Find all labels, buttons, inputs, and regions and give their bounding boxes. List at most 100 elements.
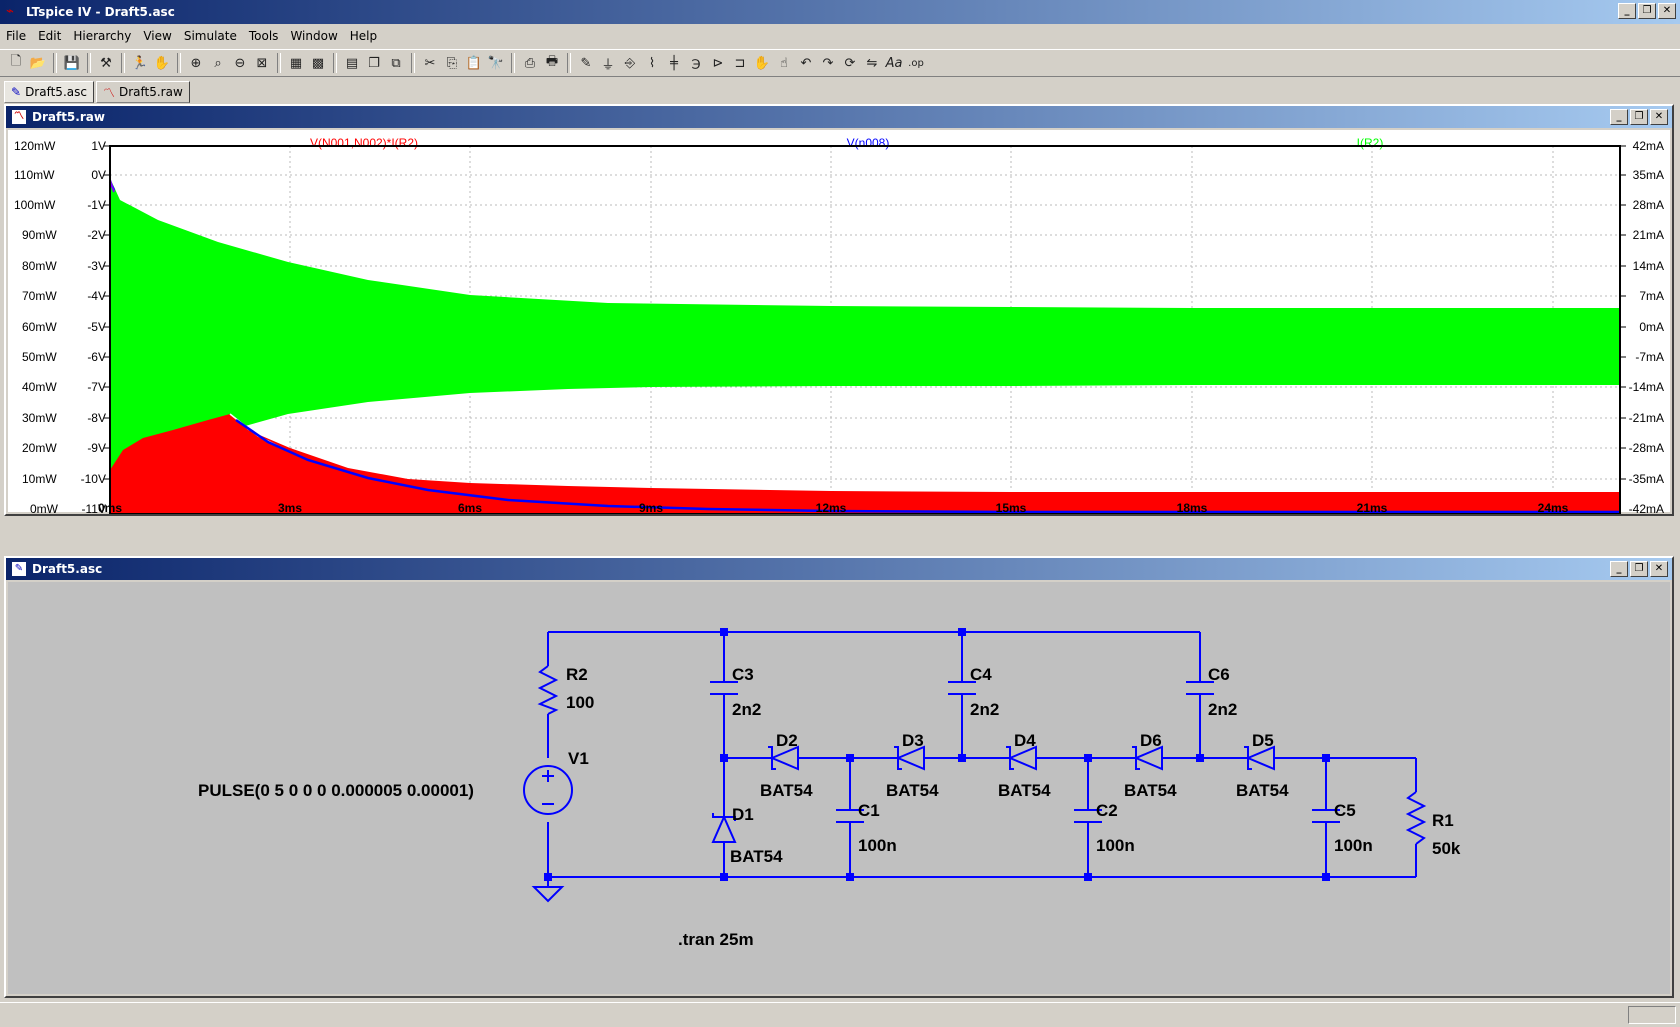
tab-schematic[interactable]: ✎ Draft5.asc — [4, 81, 94, 103]
minimize-button[interactable]: _ — [1618, 3, 1636, 19]
spice-directive-icon[interactable]: .op — [908, 57, 924, 69]
status-bar — [0, 1002, 1680, 1027]
text-icon[interactable]: Aa — [885, 55, 903, 71]
move-icon[interactable]: ✋ — [753, 55, 771, 71]
waveform-plot[interactable]: V(N001,N002)*I(R2) V(n008) I(R2) — [8, 130, 1670, 518]
voltage-axis-tick: -9V — [87, 441, 106, 455]
x-axis-tick: 3ms — [278, 501, 302, 515]
c4-value: 2n2 — [970, 700, 999, 719]
schematic-canvas[interactable]: R2 100 V1 PULSE(0 5 0 0 0 0.000005 0.000… — [8, 582, 1670, 994]
menu-view[interactable]: View — [143, 29, 172, 43]
rotate-icon[interactable]: ⟳ — [844, 55, 856, 71]
waveform-restore-button[interactable]: ❐ — [1630, 109, 1648, 125]
menu-window[interactable]: Window — [290, 29, 338, 43]
mirror-icon[interactable]: ⇋ — [866, 55, 878, 71]
diode-d6[interactable] — [1132, 745, 1163, 771]
menu-simulate[interactable]: Simulate — [183, 29, 237, 43]
trace-label-ir2[interactable]: I(R2) — [1357, 136, 1384, 150]
x-axis-labels[interactable]: 0ms 3ms 6ms 9ms 12ms 15ms 18ms 21ms 24ms — [0, 500, 1680, 516]
voltage-source-v1[interactable] — [523, 765, 573, 815]
schematic-minimize-button[interactable]: _ — [1610, 561, 1628, 577]
schematic-restore-button[interactable]: ❐ — [1630, 561, 1648, 577]
trace-label-power[interactable]: V(N001,N002)*I(R2) — [310, 136, 418, 150]
diode-d1[interactable] — [711, 813, 737, 843]
capacitor-c6[interactable] — [1186, 681, 1214, 695]
label-net-icon[interactable]: ⎆ — [624, 55, 636, 71]
voltage-axis-tick: -4V — [87, 289, 106, 303]
print-icon[interactable]: 🖶 — [545, 54, 559, 69]
schematic-drawing[interactable]: R2 100 V1 PULSE(0 5 0 0 0 0.000005 0.000… — [8, 582, 1670, 996]
restore-button[interactable]: ❐ — [1638, 3, 1656, 19]
left-axis[interactable]: 120mW 110mW 100mW 90mW 80mW 70mW 60mW 50… — [14, 139, 59, 516]
print-setup-icon[interactable]: ⎙ — [524, 55, 536, 71]
component-icon[interactable]: ⊐ — [734, 55, 746, 71]
autorange-icon[interactable]: ▦ — [289, 55, 303, 71]
right-axis-tick: -35mA — [1629, 472, 1664, 486]
wire-icon[interactable]: ✎ — [580, 55, 592, 71]
waveform-close-button[interactable]: ✕ — [1650, 109, 1668, 125]
inductor-icon[interactable]: ℈ — [691, 55, 701, 71]
menu-file[interactable]: File — [6, 29, 27, 43]
schematic-close-button[interactable]: ✕ — [1650, 561, 1668, 577]
close-all-icon[interactable]: ⧉ — [391, 55, 401, 71]
drag-icon[interactable]: ☝ — [780, 55, 788, 71]
control-panel-icon[interactable]: ⚒ — [100, 55, 112, 71]
run-icon[interactable]: 🏃 — [131, 55, 149, 71]
capacitor-c4[interactable] — [948, 681, 976, 695]
x-axis-tick: 21ms — [1357, 501, 1388, 515]
trace-label-vn008[interactable]: V(n008) — [847, 136, 890, 150]
plot-pane[interactable]: V(N001,N002)*I(R2) V(n008) I(R2) — [8, 130, 1670, 518]
zoom-in-icon[interactable]: ⊕ — [190, 55, 202, 71]
cascade-icon[interactable]: ❐ — [368, 55, 380, 71]
pan-icon[interactable]: ⌕ — [214, 55, 222, 71]
menu-help[interactable]: Help — [349, 29, 378, 43]
ground-icon[interactable]: ⏚ — [601, 57, 615, 73]
capacitor-c1[interactable] — [836, 809, 864, 823]
schematic-window-title: Draft5.asc — [32, 562, 103, 576]
right-axis-tick: 42mA — [1633, 139, 1664, 153]
resistor-icon[interactable]: ⌇ — [648, 55, 656, 71]
menu-tools[interactable]: Tools — [248, 29, 279, 43]
halt-icon[interactable]: ✋ — [153, 55, 171, 71]
cut-icon[interactable]: ✂ — [424, 55, 436, 71]
delete-trace-icon[interactable]: ▩ — [311, 55, 325, 71]
copy-icon[interactable]: ⎘ — [446, 55, 458, 71]
paste-icon[interactable]: 📋 — [465, 55, 483, 71]
diode-d5[interactable] — [1244, 745, 1275, 771]
d3-name: D3 — [902, 731, 924, 750]
c2-name: C2 — [1096, 801, 1118, 820]
zoom-fit-icon[interactable]: ⊠ — [256, 55, 268, 71]
zoom-out-icon[interactable]: ⊖ — [234, 55, 246, 71]
right-axis-tick: 21mA — [1633, 228, 1664, 242]
tile-horizontal-icon[interactable]: ▤ — [345, 55, 359, 71]
diode-d3[interactable] — [894, 745, 925, 771]
find-icon[interactable]: 🔭 — [487, 55, 505, 71]
capacitor-c2[interactable] — [1074, 809, 1102, 823]
capacitor-icon[interactable]: ╪ — [670, 55, 678, 71]
right-axis-tick: -14mA — [1629, 380, 1664, 394]
save-icon[interactable]: 💾 — [63, 55, 81, 71]
d4-name: D4 — [1014, 731, 1036, 750]
diode-d2[interactable] — [768, 745, 799, 771]
capacitor-c5[interactable] — [1312, 809, 1340, 823]
ground-icon[interactable] — [531, 886, 565, 903]
undo-icon[interactable]: ↶ — [800, 55, 812, 71]
voltage-axis[interactable]: 1V 0V -1V -2V -3V -4V -5V -6V -7V -8V -9… — [81, 139, 106, 516]
capacitor-c3[interactable] — [710, 681, 738, 695]
right-axis[interactable]: 42mA 35mA 28mA 21mA 14mA 7mA 0mA -7mA -1… — [1629, 139, 1664, 516]
right-axis-tick: 28mA — [1633, 198, 1664, 212]
menu-edit[interactable]: Edit — [38, 29, 62, 43]
new-schematic-icon[interactable]: 🗋 — [10, 54, 22, 69]
x-axis-tick: 12ms — [816, 501, 847, 515]
resistor-r2[interactable] — [537, 665, 559, 715]
menu-hierarchy[interactable]: Hierarchy — [73, 29, 132, 43]
left-axis-tick: 0mW — [30, 502, 59, 514]
diode-icon[interactable]: ⊳ — [712, 55, 724, 71]
diode-d4[interactable] — [1006, 745, 1037, 771]
waveform-minimize-button[interactable]: _ — [1610, 109, 1628, 125]
close-button[interactable]: ✕ — [1658, 3, 1676, 19]
open-icon[interactable]: 📂 — [29, 55, 47, 71]
tab-waveform[interactable]: 〽 Draft5.raw — [95, 81, 190, 103]
redo-icon[interactable]: ↷ — [822, 55, 834, 71]
resistor-r1[interactable] — [1405, 791, 1427, 845]
